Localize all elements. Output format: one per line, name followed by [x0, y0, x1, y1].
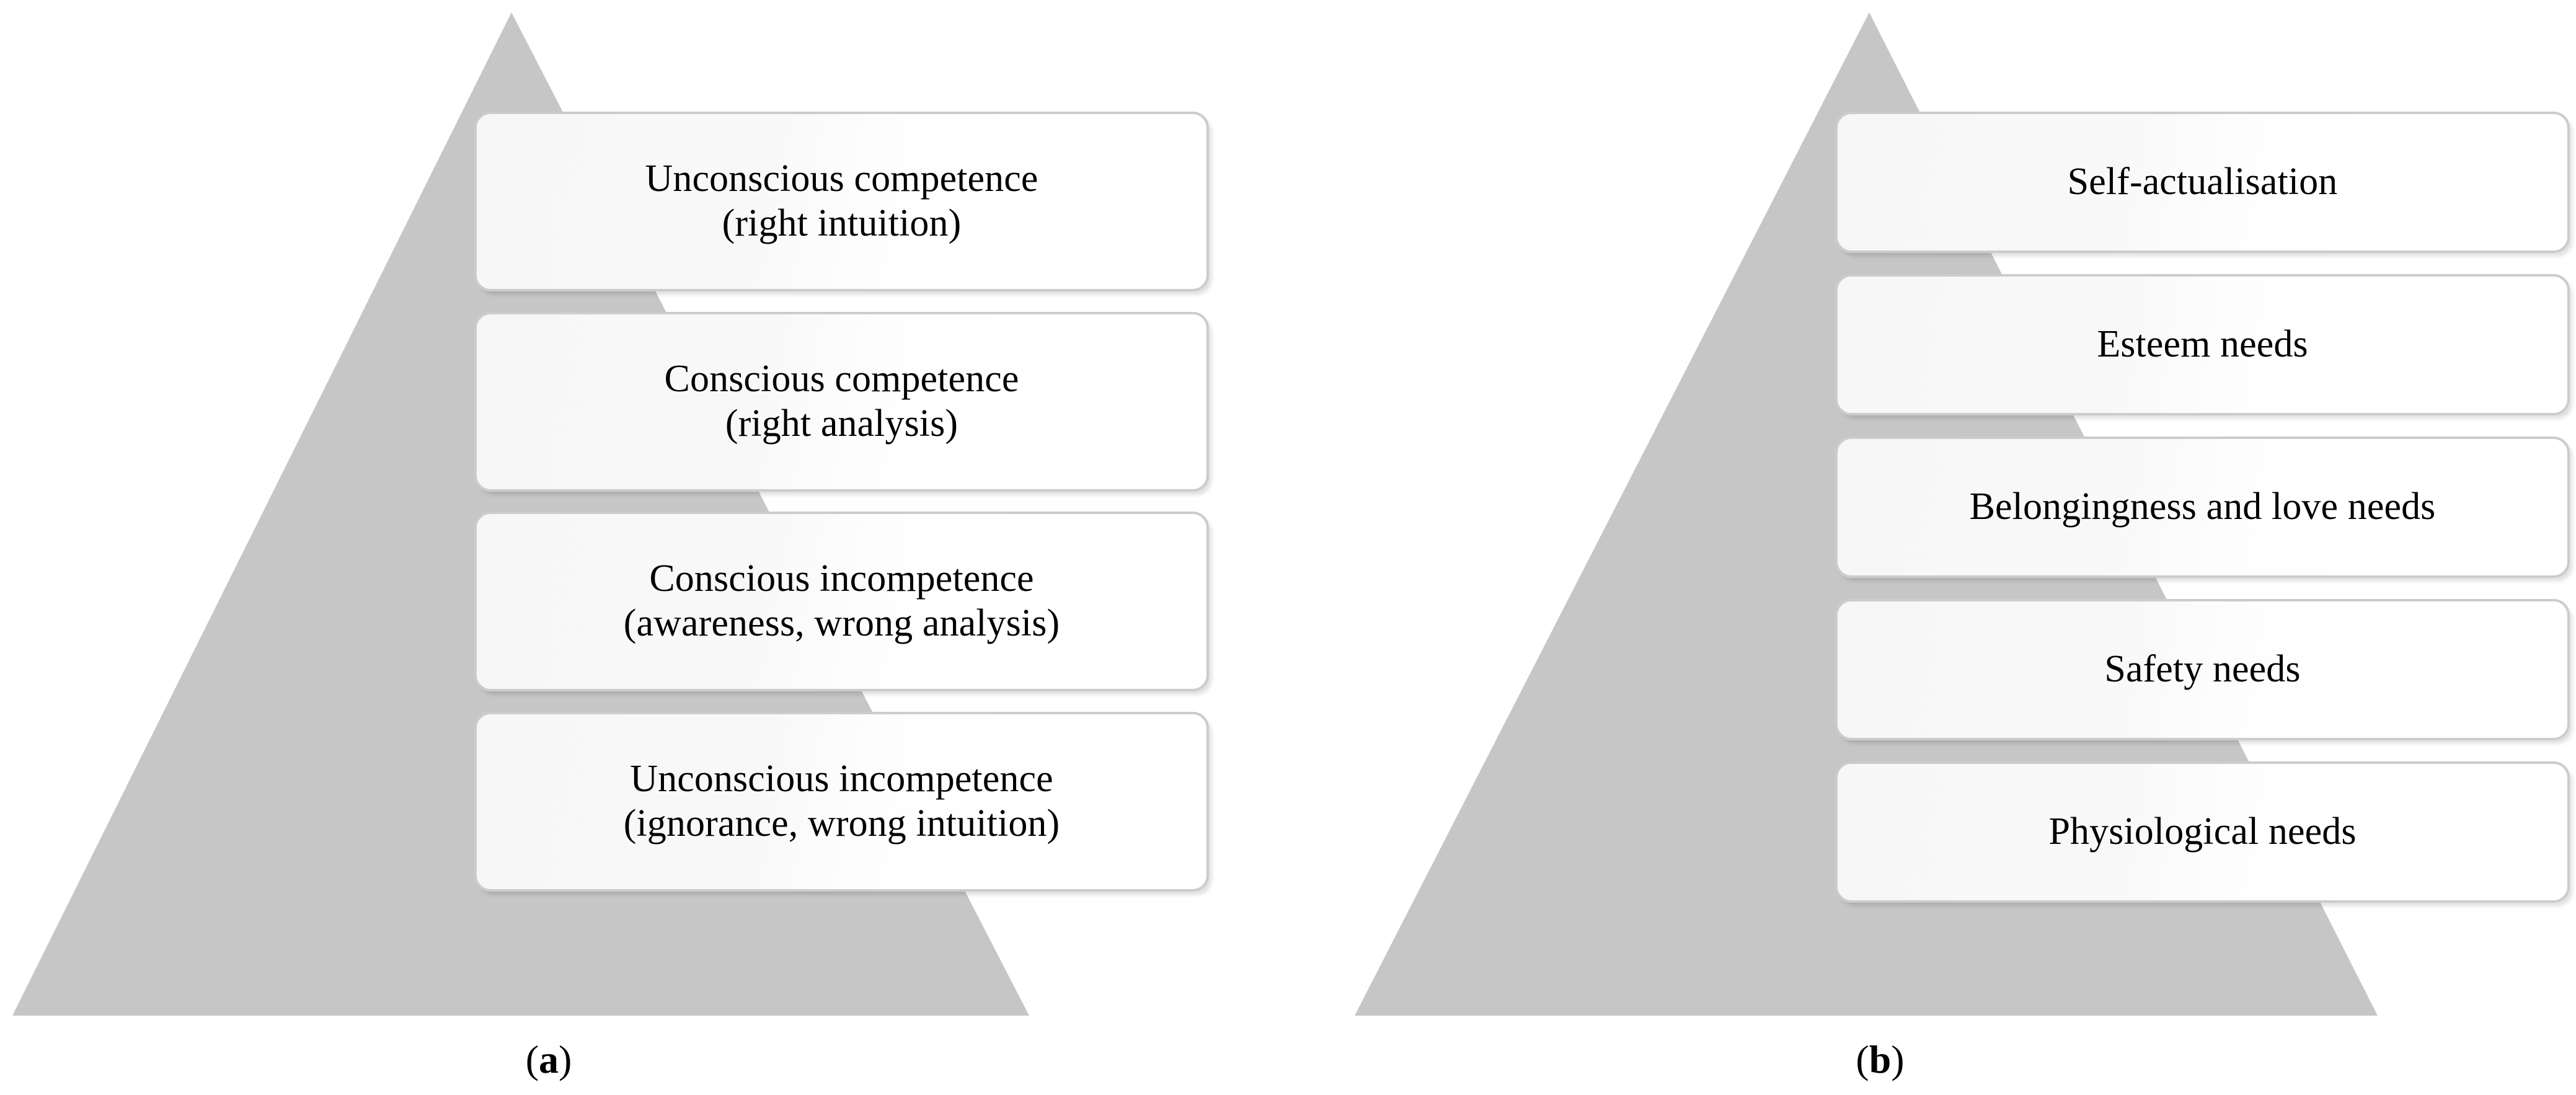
tier-esteem-needs[interactable]: Esteem needs: [1835, 274, 2570, 415]
panel-b-caption: (b): [1237, 1037, 2523, 1083]
panel-b-maslow-pyramid: Self-actualisation Esteem needs Belongin…: [1290, 0, 2576, 1095]
tier-label: Belongingness and love needs: [1969, 485, 2436, 528]
caption-close-paren: ): [559, 1037, 572, 1081]
panel-a-caption: (a): [0, 1037, 1193, 1083]
tier-label: Unconscious incompetence (ignorance, wro…: [623, 758, 1060, 845]
tier-conscious-competence[interactable]: Conscious competence (right analysis): [474, 312, 1209, 492]
tier-label: Conscious competence (right analysis): [664, 358, 1019, 445]
tier-physiological-needs[interactable]: Physiological needs: [1835, 761, 2570, 903]
caption-letter: b: [1869, 1037, 1892, 1081]
tier-self-actualisation[interactable]: Self-actualisation: [1835, 112, 2570, 253]
tier-stack-a: Unconscious competence (right intuition)…: [0, 0, 1290, 1054]
tier-unconscious-incompetence[interactable]: Unconscious incompetence (ignorance, wro…: [474, 712, 1209, 892]
panel-a-competence-pyramid: Unconscious competence (right intuition)…: [0, 0, 1290, 1083]
tier-label: Self-actualisation: [2067, 161, 2338, 203]
tier-label: Esteem needs: [2097, 323, 2308, 366]
tier-safety-needs[interactable]: Safety needs: [1835, 599, 2570, 740]
tier-label: Conscious incompetence (awareness, wrong…: [623, 557, 1060, 644]
caption-close-paren: ): [1891, 1037, 1905, 1081]
tier-conscious-incompetence[interactable]: Conscious incompetence (awareness, wrong…: [474, 512, 1209, 691]
tier-stack-b: Self-actualisation Esteem needs Belongin…: [1290, 0, 2576, 1054]
caption-open-paren: (: [525, 1037, 539, 1081]
tier-belongingness-and-love-needs[interactable]: Belongingness and love needs: [1835, 437, 2570, 578]
tier-label: Safety needs: [2104, 648, 2301, 691]
tier-label: Physiological needs: [2048, 810, 2357, 853]
tier-unconscious-competence[interactable]: Unconscious competence (right intuition): [474, 112, 1209, 291]
caption-open-paren: (: [1856, 1037, 1869, 1081]
tier-label: Unconscious competence (right intuition): [645, 157, 1038, 244]
caption-letter: a: [539, 1037, 559, 1081]
